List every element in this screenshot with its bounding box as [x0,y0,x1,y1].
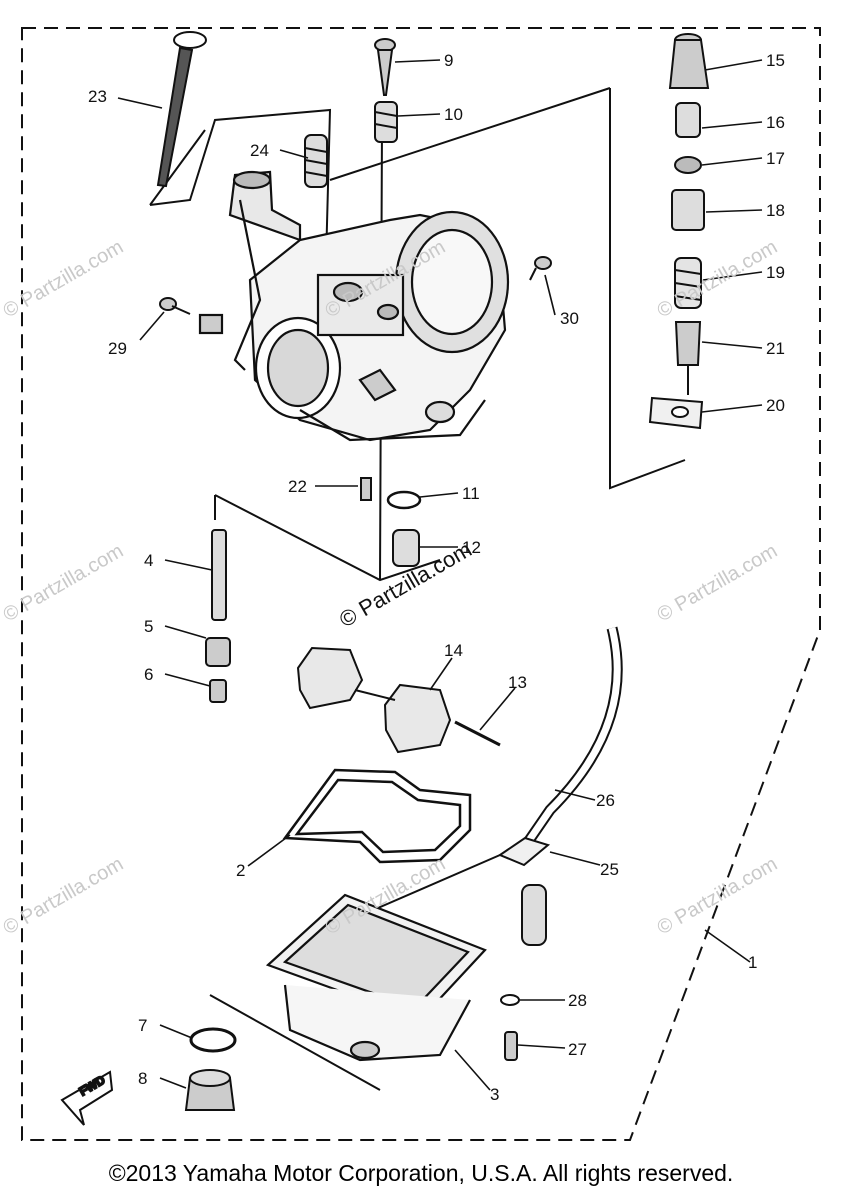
part-18 [671,189,705,231]
leader-lines [117,59,763,1091]
part-oring-7 [189,1027,237,1053]
bracket-lines [329,87,611,181]
watermark: © Partzilla.com [654,540,782,626]
callout-2: 2 [236,861,245,880]
callout-19: 19 [766,263,785,282]
callout-5: 5 [144,617,153,636]
callout-15: 15 [766,51,785,70]
bracket-lines [149,108,332,301]
callout-13: 13 [508,673,527,692]
part-washer-28 [500,994,520,1006]
watermark: © Partzilla.com [654,236,782,322]
callout-28: 28 [568,991,587,1010]
part-screw-30 [529,256,552,281]
part-pilot-screw-9 [374,38,396,96]
part-spring-19 [674,257,702,309]
callout-20: 20 [766,396,785,415]
callout-10: 10 [444,105,463,124]
callout-labels: 1 2 3 4 5 6 7 8 9 10 11 12 13 14 15 16 1… [88,51,785,1104]
part-jet-22 [360,477,372,501]
callout-7: 7 [138,1016,147,1035]
callout-12: 12 [462,538,481,557]
callout-8: 8 [138,1069,147,1088]
callout-6: 6 [144,665,153,684]
callout-26: 26 [596,791,615,810]
callout-4: 4 [144,551,153,570]
part-plug-8 [184,1069,236,1111]
part-float-bowl-3 [265,893,487,1062]
part-plate-20 [648,396,704,430]
part-hose-26 [523,626,623,846]
callout-30: 30 [560,309,579,328]
part-screw-29 [159,297,191,315]
carburetor-body [198,170,510,442]
callout-17: 17 [766,149,785,168]
part-6 [209,679,227,703]
callout-25: 25 [600,860,619,879]
part-12 [392,529,420,567]
part-oring-11 [386,490,422,510]
part-tube [521,884,547,946]
callout-3: 3 [490,1085,499,1104]
callout-11: 11 [462,484,480,503]
part-float-14 [296,646,452,754]
assembly-outline [21,27,821,1141]
callout-21: 21 [766,339,785,358]
part-screw-27 [504,1031,518,1061]
bracket-lines [214,494,441,582]
callout-9: 9 [444,51,453,70]
fwd-arrow-icon: FWD [60,1070,114,1126]
callout-27: 27 [568,1040,587,1059]
callout-29: 29 [108,339,127,358]
part-5 [205,637,231,667]
part-16 [675,102,701,138]
callout-24: 24 [250,141,269,160]
part-cap-15 [668,33,710,89]
part-nut-17 [674,156,702,174]
part-screw-23 [156,31,207,188]
part-21 [674,321,702,395]
watermark: © Partzilla.com [0,540,127,626]
part-pin-13 [454,720,501,747]
callout-22: 22 [288,477,307,496]
parts-diagram: FWD 1 2 3 4 [0,27,821,1141]
part-plate-25 [497,836,551,867]
callout-1: 1 [748,953,757,972]
watermark: © Partzilla.com [0,236,127,322]
callout-23: 23 [88,87,107,106]
part-gasket-2 [282,768,472,864]
callout-18: 18 [766,201,785,220]
callout-14: 14 [444,641,463,660]
part-needle-jet-4 [211,529,227,621]
callout-16: 16 [766,113,785,132]
part-spring-10 [374,101,398,143]
watermark: © Partzilla.com [0,853,127,939]
watermark: © Partzilla.com [654,853,782,939]
part-spring-24 [304,134,328,188]
copyright-notice: ©2013 Yamaha Motor Corporation, U.S.A. A… [108,1160,734,1186]
